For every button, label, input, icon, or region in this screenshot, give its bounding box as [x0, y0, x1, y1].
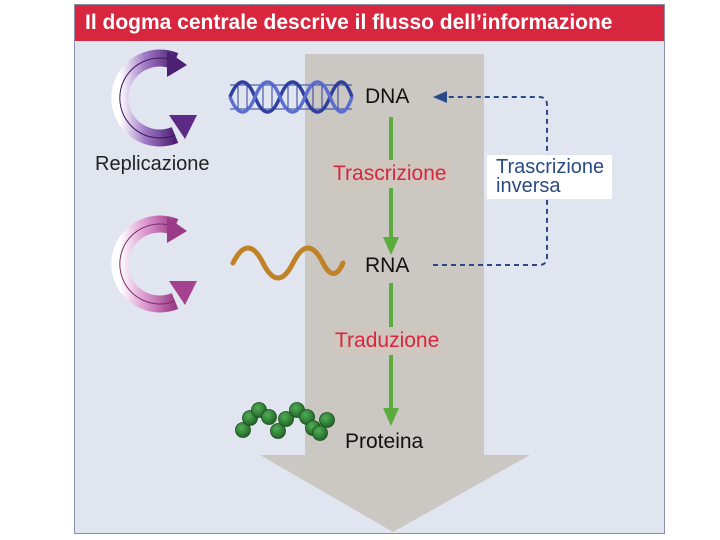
translation-label: Traduzione — [331, 327, 444, 355]
page-title: Il dogma centrale descrive il flusso del… — [75, 5, 664, 41]
replication-cycle-icon — [111, 49, 197, 147]
dna-label: DNA — [365, 85, 410, 108]
protein-beads-icon — [235, 402, 335, 441]
reverse-transcription-label: Trascrizione inversa — [487, 155, 613, 199]
reverse-transcription-line-1: Trascrizione — [496, 156, 605, 178]
rna-strand-icon — [230, 245, 346, 281]
rna-label: RNA — [365, 254, 410, 277]
reverse-transcription-line-2: inversa — [496, 175, 561, 197]
diagram-panel: Il dogma centrale descrive il flusso del… — [74, 4, 665, 534]
reverse-transcription-arrow — [433, 91, 548, 266]
diagram-canvas — [111, 49, 548, 532]
replication-label: Replicazione — [95, 153, 210, 175]
transcription-label: Trascrizione — [329, 160, 451, 188]
dna-helix-icon — [228, 80, 354, 114]
rna-replication-cycle-icon — [111, 215, 197, 313]
protein-label: Proteina — [345, 430, 424, 453]
flow-arrow — [260, 54, 530, 532]
